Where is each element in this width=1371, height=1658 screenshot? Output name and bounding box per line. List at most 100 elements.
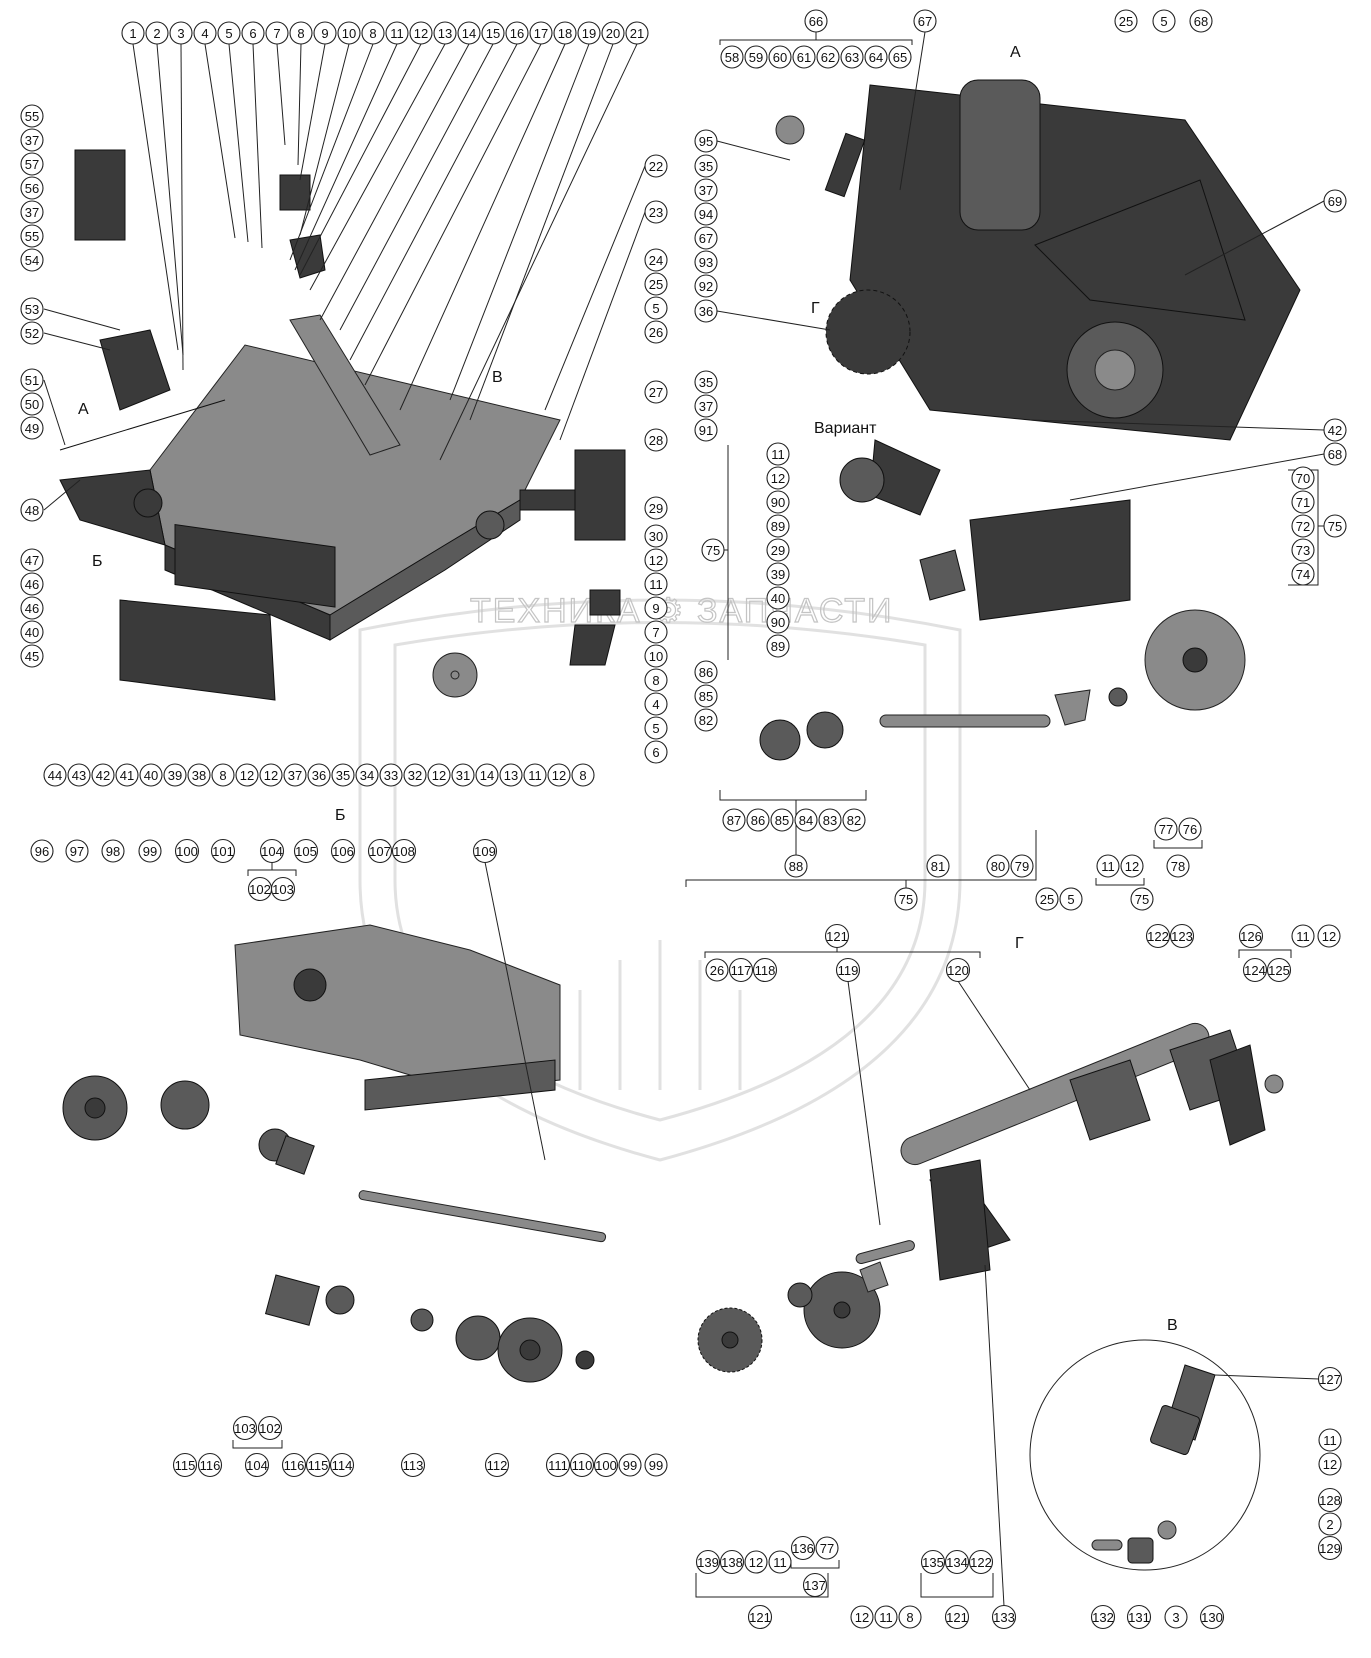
callout-circle — [1152, 9, 1176, 33]
callout-112: 112 — [484, 1452, 510, 1478]
callout-circle — [644, 380, 668, 404]
callout-circle — [391, 838, 417, 864]
callout-88: 88 — [784, 854, 808, 878]
callout-circle — [728, 957, 754, 983]
callout-circle — [694, 394, 718, 418]
callout-101: 101 — [210, 838, 236, 864]
callout-114: 114 — [329, 1452, 355, 1478]
callout-circle — [694, 202, 718, 226]
callout-circle — [553, 21, 577, 45]
callout-circle — [172, 1452, 198, 1478]
callout-circle — [766, 442, 790, 466]
callout-number: 59 — [749, 50, 763, 65]
callout-28: 28 — [644, 428, 668, 452]
callout-68: 68 — [1189, 9, 1213, 33]
callout-103: 103 — [270, 876, 296, 902]
callout-circle — [232, 1415, 258, 1441]
callout-number: 73 — [1296, 543, 1310, 558]
callout-circle — [625, 21, 649, 45]
callout-109: 109 — [472, 838, 498, 864]
callout-45: 45 — [20, 644, 44, 668]
callout-46: 46 — [20, 572, 44, 596]
callout-circle — [20, 644, 44, 668]
callout-circle — [644, 668, 668, 692]
callout-circle — [235, 763, 259, 787]
callout-40: 40 — [20, 620, 44, 644]
view-label-g-arrow: Г — [811, 300, 820, 317]
callout-circle — [794, 808, 818, 832]
callout-68: 68 — [1323, 442, 1347, 466]
callout-84: 84 — [794, 808, 818, 832]
callout-circle — [695, 1549, 721, 1575]
callout-132: 132 — [1090, 1604, 1116, 1630]
callout-number: 8 — [579, 768, 586, 783]
callout-circle — [644, 524, 668, 548]
callout-number: 119 — [838, 963, 859, 978]
callout-number: 75 — [706, 543, 720, 558]
callout-number: 99 — [649, 1458, 663, 1473]
callout-55: 55 — [20, 224, 44, 248]
callout-number: 89 — [771, 519, 785, 534]
callout-circle — [864, 45, 888, 69]
callout-circle — [644, 200, 668, 224]
callout-108: 108 — [391, 838, 417, 864]
callout-number: 130 — [1201, 1610, 1223, 1625]
callout-number: 35 — [336, 768, 350, 783]
callout-15: 15 — [481, 21, 505, 45]
callout-number: 92 — [699, 279, 713, 294]
callout-circle — [766, 514, 790, 538]
callout-circle — [766, 634, 790, 658]
callout-number: 82 — [699, 713, 713, 728]
callout-number: 49 — [25, 421, 39, 436]
callout-circle — [694, 418, 718, 442]
callout-number: 51 — [25, 373, 39, 388]
callout-circle — [259, 763, 283, 787]
callout-circle — [1291, 490, 1315, 514]
callout-number: 95 — [699, 134, 713, 149]
callout-circle — [815, 1536, 839, 1560]
callout-circle — [400, 1452, 426, 1478]
callout-11: 11 — [874, 1605, 898, 1629]
callout-14: 14 — [457, 21, 481, 45]
callout-number: 11 — [773, 1555, 787, 1570]
callout-circle — [545, 1452, 571, 1478]
group-brackets — [232, 32, 1324, 1598]
callout-circle — [945, 957, 971, 983]
callout-circle — [1318, 1512, 1342, 1536]
callout-circle — [1154, 817, 1178, 841]
callout-circle — [746, 808, 770, 832]
callout-number: 70 — [1296, 471, 1310, 486]
callout-102: 102 — [257, 1415, 283, 1441]
callout-circle — [694, 708, 718, 732]
callout-42: 42 — [1323, 418, 1347, 442]
callout-circle — [770, 808, 794, 832]
callout-circle — [644, 320, 668, 344]
callout-13: 13 — [433, 21, 457, 45]
callout-circle — [244, 1452, 270, 1478]
callout-circle — [433, 21, 457, 45]
callout-number: 67 — [699, 231, 713, 246]
callout-58: 58 — [720, 45, 744, 69]
callout-number: 12 — [240, 768, 254, 783]
callout-circle — [644, 596, 668, 620]
callout-number: 27 — [649, 385, 663, 400]
callout-circle — [457, 21, 481, 45]
callout-circle — [289, 21, 313, 45]
callout-number: 42 — [96, 768, 110, 783]
callout-number: 9 — [652, 601, 659, 616]
callout-number: 71 — [1296, 495, 1310, 510]
callout-11: 11 — [385, 21, 409, 45]
callout-92: 92 — [694, 274, 718, 298]
callout-111: 111 — [545, 1452, 571, 1478]
callout-number: 37 — [288, 768, 302, 783]
callout-circle — [1059, 887, 1083, 911]
callout-circle — [888, 45, 912, 69]
callout-number: 127 — [1319, 1372, 1341, 1387]
callout-circle — [840, 45, 864, 69]
callout-circle — [361, 21, 385, 45]
callout-number: 25 — [1119, 14, 1133, 29]
callout-2: 2 — [1318, 1512, 1342, 1536]
callout-122: 122 — [968, 1549, 994, 1575]
